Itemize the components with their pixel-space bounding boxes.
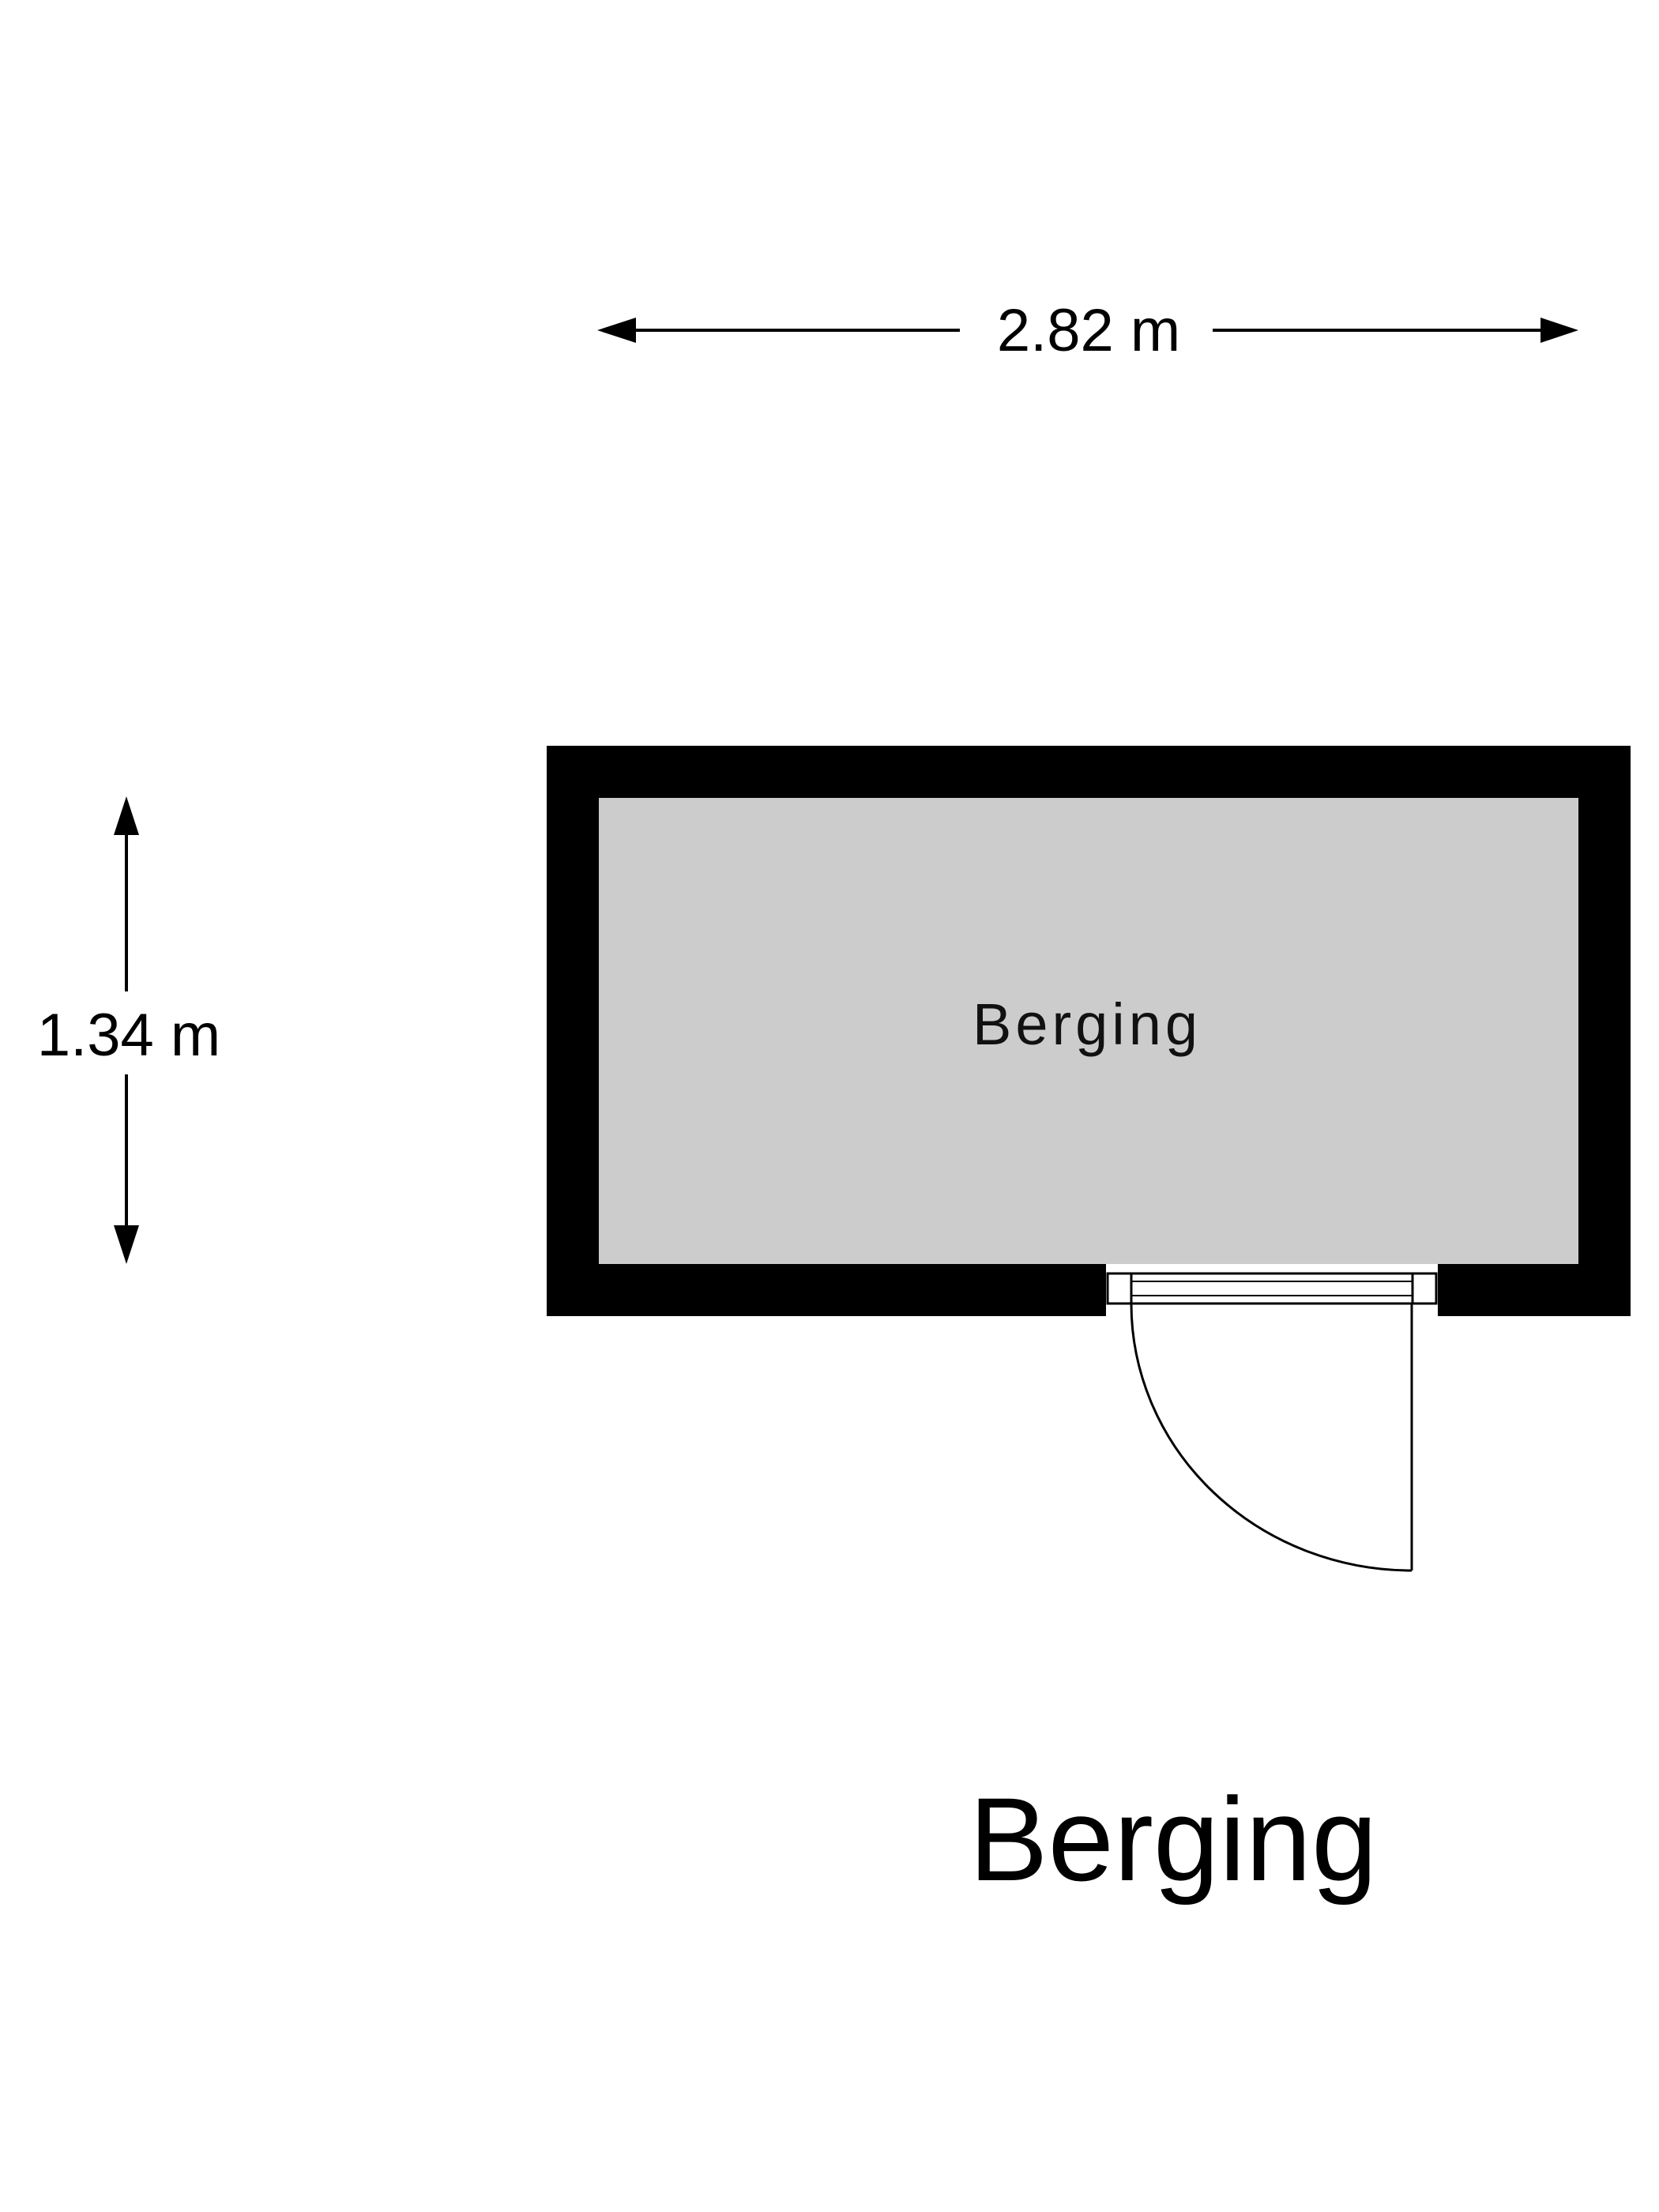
- height-dimension: 1.34 m: [37, 796, 220, 1264]
- arrow-up-icon: [114, 796, 139, 835]
- width-dimension: 2.82 m: [597, 297, 1578, 364]
- arrow-right-icon: [1540, 318, 1578, 343]
- door-jamb-left: [1106, 1272, 1133, 1305]
- door: [1106, 1264, 1438, 1572]
- arrow-left-icon: [597, 318, 636, 343]
- room-floor: [599, 798, 1578, 1264]
- height-dimension-label: 1.34 m: [37, 1002, 220, 1069]
- walls: [547, 746, 1631, 1316]
- door-opening: [1106, 1264, 1438, 1316]
- floor-title: Berging: [969, 1773, 1377, 1905]
- arrow-down-icon: [114, 1225, 139, 1264]
- room-label: Berging: [972, 991, 1202, 1057]
- door-swing-arc: [1130, 1303, 1413, 1572]
- door-jamb-right: [1411, 1272, 1438, 1305]
- width-dimension-label: 2.82 m: [997, 297, 1180, 364]
